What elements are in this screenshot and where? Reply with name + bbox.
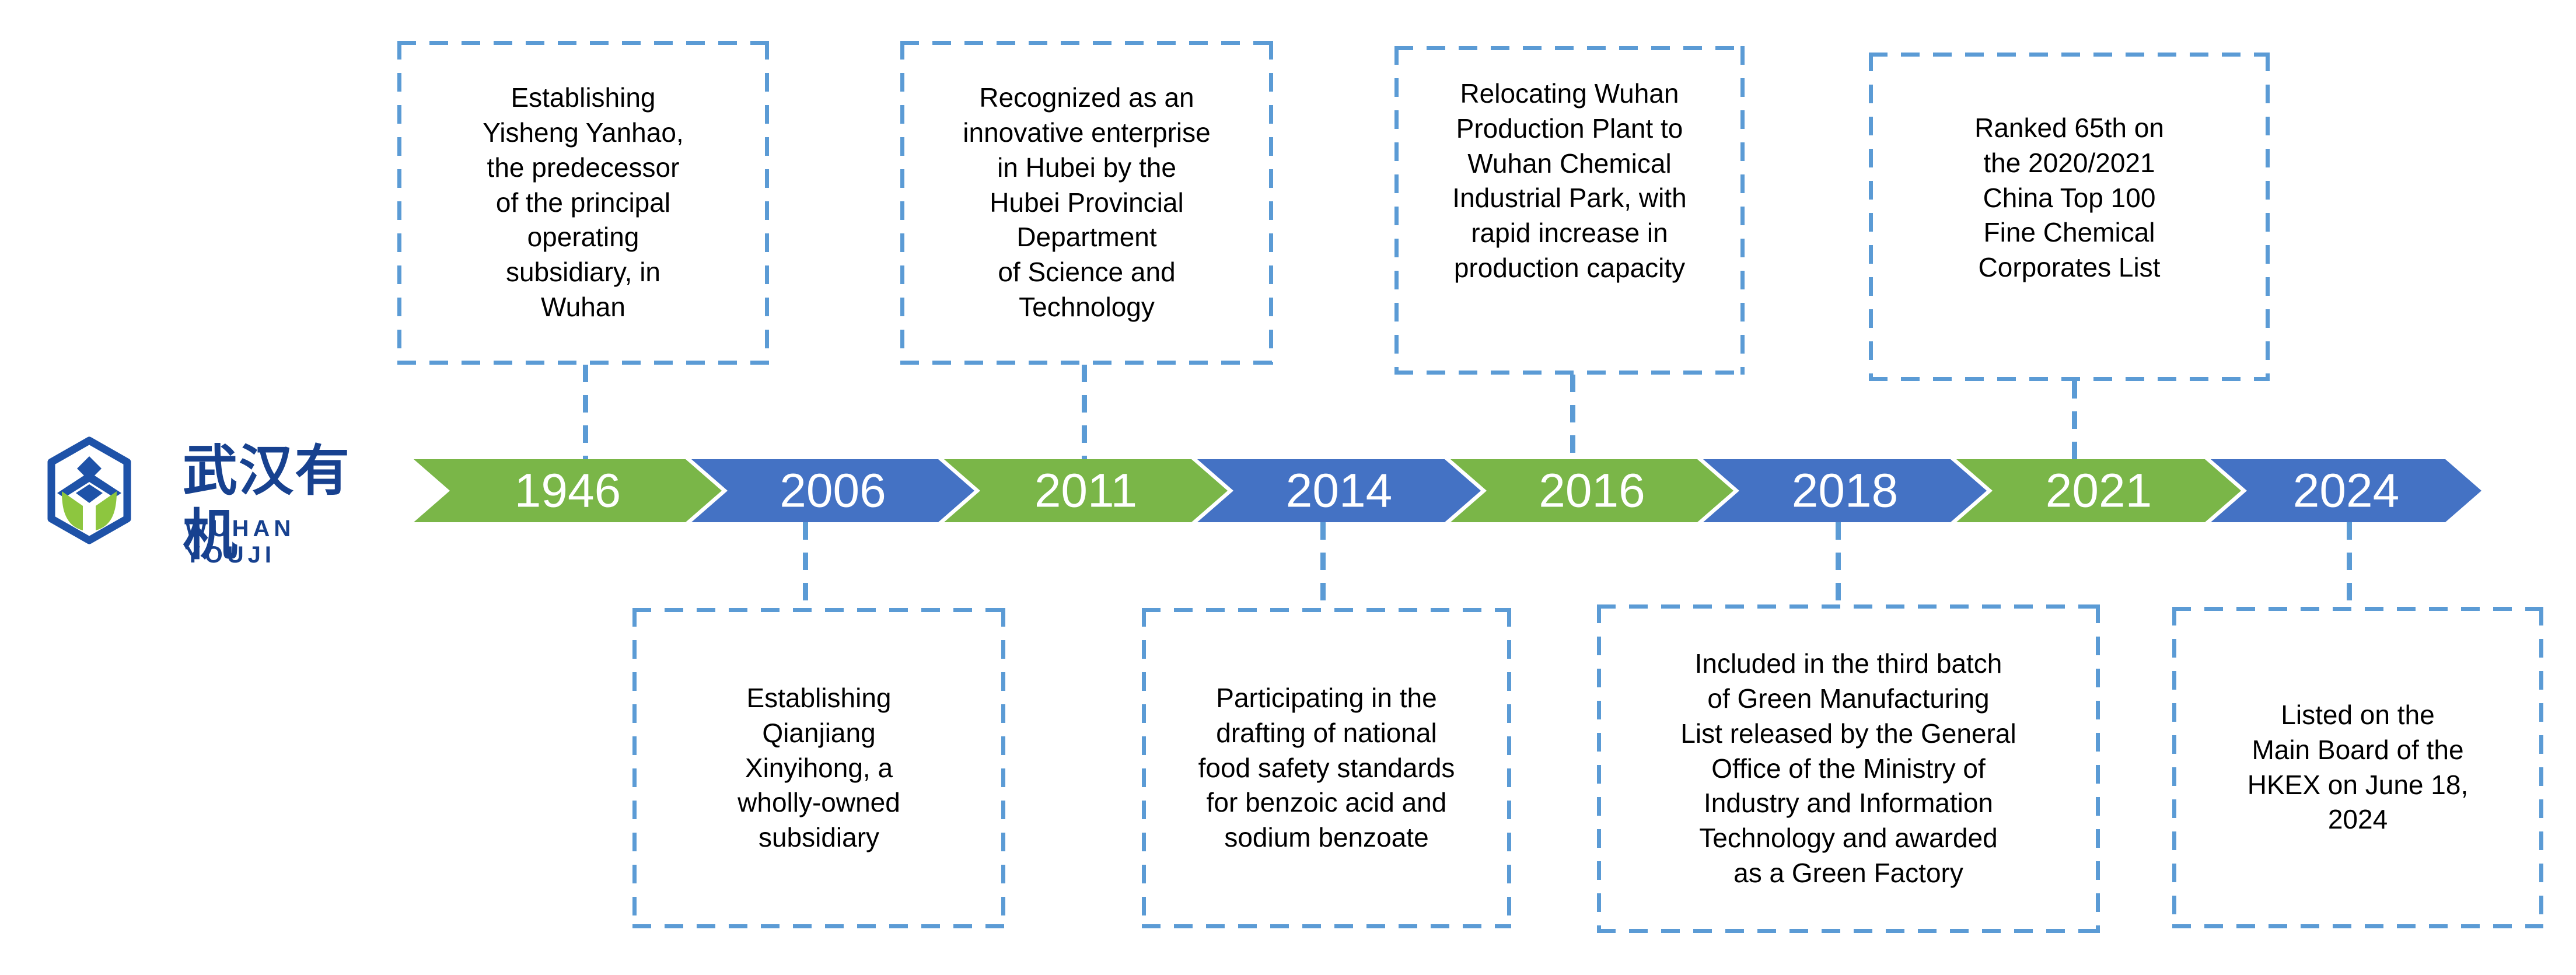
connector-2011 xyxy=(1082,365,1087,459)
wuhan-youji-logo-icon xyxy=(47,436,131,544)
timeline-segment-2011 xyxy=(944,459,1228,522)
milestone-box-2018: Included in the third batch of Green Man… xyxy=(1597,604,2100,933)
logo-chevron xyxy=(57,472,121,498)
logo-company-name-cn: 武汉有机 xyxy=(183,440,351,565)
timeline-segment-2006 xyxy=(691,459,974,522)
connector-2018 xyxy=(1836,522,1841,604)
logo-leaf-right xyxy=(96,491,117,530)
milestone-text-1946: Establishing Yisheng Yanhao, the predece… xyxy=(483,82,684,322)
milestone-text-2011: Recognized as an innovative enterprise i… xyxy=(963,82,1211,322)
milestone-text-2006: Establishing Qianjiang Xinyihong, a whol… xyxy=(738,683,900,853)
timeline-segment-2014 xyxy=(1197,459,1481,522)
connector-1946 xyxy=(583,365,588,459)
timeline-chevron-band: 1946 2006 2011 2014 2016 2018 2021 2024 xyxy=(414,459,2481,522)
timeline-segment-2018 xyxy=(1703,459,1987,522)
timeline-year-label-2018: 2018 xyxy=(1792,464,1898,518)
logo-diamond xyxy=(77,456,102,481)
milestone-text-2021: Ranked 65th on the 2020/2021 China Top 1… xyxy=(1974,113,2164,283)
timeline-segment-2016 xyxy=(1450,459,1733,522)
timeline-segment-2021 xyxy=(1956,459,2241,522)
milestone-text-2024: Listed on the Main Board of the HKEX on … xyxy=(2247,699,2469,835)
timeline-year-label-2021: 2021 xyxy=(2046,464,2152,518)
connector-2014 xyxy=(1320,522,1326,608)
connector-2021 xyxy=(2072,381,2077,459)
milestone-box-2011: Recognized as an innovative enterprise i… xyxy=(900,41,1273,365)
timeline-year-label-2011: 2011 xyxy=(1034,464,1137,518)
timeline-segment-1946 xyxy=(414,459,722,522)
milestone-text-2016: Relocating Wuhan Production Plant to Wuh… xyxy=(1452,78,1687,283)
timeline-year-label-2014: 2014 xyxy=(1286,464,1392,518)
milestone-box-1946: Establishing Yisheng Yanhao, the predece… xyxy=(397,41,769,365)
timeline-year-label-2016: 2016 xyxy=(1539,464,1645,518)
connector-2024 xyxy=(2347,522,2352,607)
logo-chevron-point xyxy=(76,484,103,503)
logo-leaf-left xyxy=(62,491,83,530)
timeline-year-label-1946: 1946 xyxy=(515,464,621,518)
connector-2016 xyxy=(1570,375,1575,459)
milestone-box-2024: Listed on the Main Board of the HKEX on … xyxy=(2172,607,2543,928)
milestone-box-2014: Participating in the drafting of nationa… xyxy=(1142,608,1511,928)
milestone-text-2018: Included in the third batch of Green Man… xyxy=(1680,648,2016,888)
timeline-year-label-2006: 2006 xyxy=(780,464,886,518)
connector-2006 xyxy=(803,522,808,608)
milestone-box-2021: Ranked 65th on the 2020/2021 China Top 1… xyxy=(1869,53,2270,381)
logo-company-name-en: WUHAN YOUJI xyxy=(185,516,295,568)
timeline-segment-2024 xyxy=(2211,459,2481,522)
timeline-year-label-2024: 2024 xyxy=(2293,464,2399,518)
milestone-box-2016: Relocating Wuhan Production Plant to Wuh… xyxy=(1394,46,1745,375)
milestone-box-2006: Establishing Qianjiang Xinyihong, a whol… xyxy=(632,608,1005,928)
milestone-text-2014: Participating in the drafting of nationa… xyxy=(1198,683,1455,853)
